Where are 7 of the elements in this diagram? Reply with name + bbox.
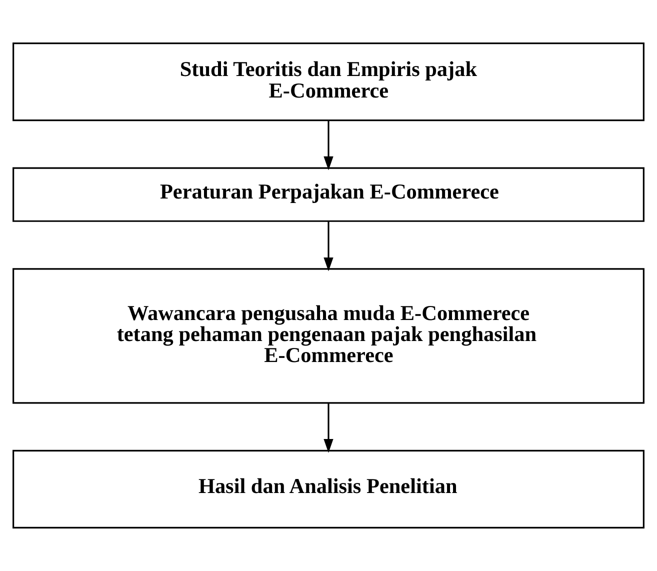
node-box: Studi Teoritis dan Empiris pajak E-Commerce (12, 42, 644, 122)
node-box: Wawancara pengusaha muda E-Commerece tetang pehaman pengenaan pajak penghasilan E-Commerece (12, 268, 644, 404)
arrow (324, 221, 334, 272)
arrow (324, 120, 334, 170)
node-box: Hasil dan Analisis Penelitian (12, 450, 644, 528)
arrow (324, 403, 334, 453)
node-box: Peraturan Perpajakan E-Commerece (12, 167, 644, 222)
